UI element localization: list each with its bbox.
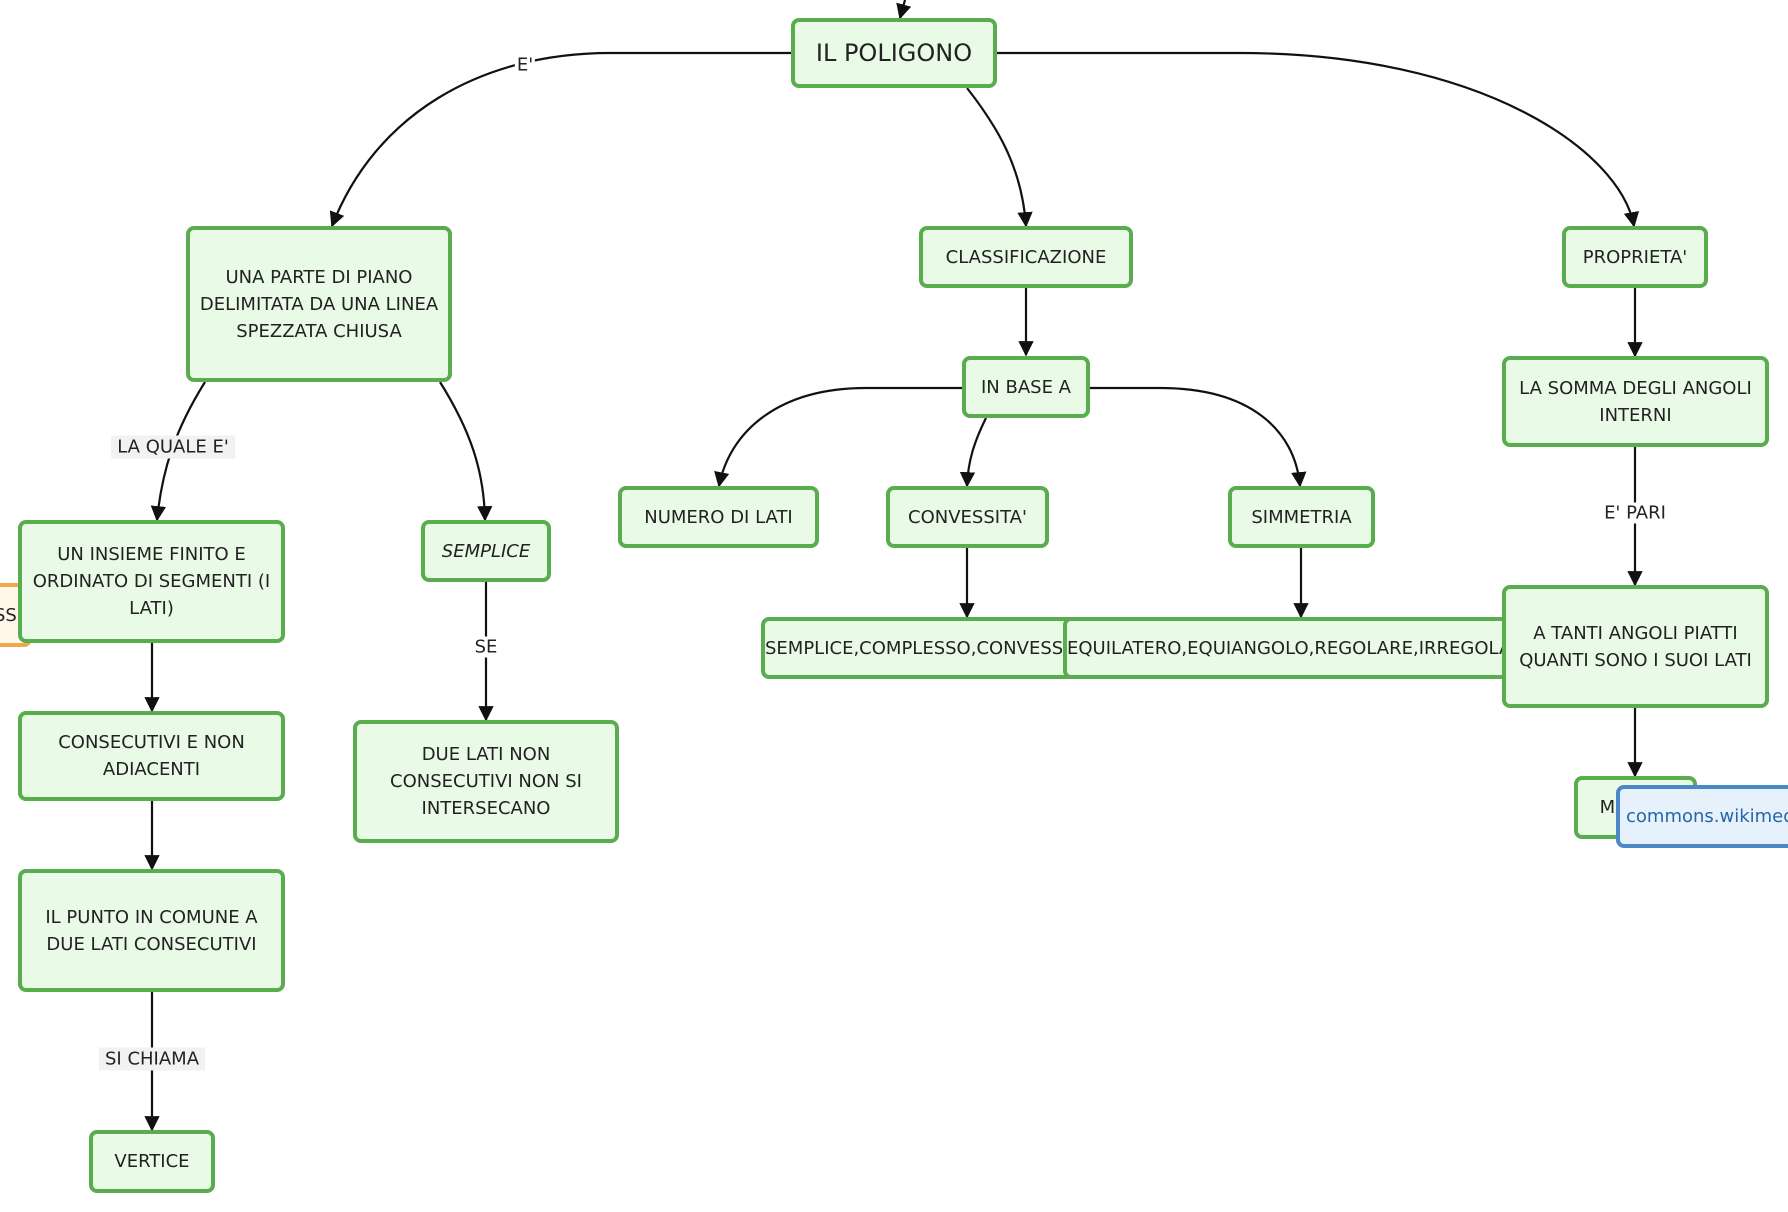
edge-poligono-classificazione (966, 87, 1033, 228)
node-in-base-a[interactable]: IN BASE A (962, 356, 1090, 418)
node-classificazione[interactable]: CLASSIFICAZIONE (919, 226, 1133, 288)
edge-label-la-quale-e: LA QUALE E' (111, 435, 235, 459)
edge-label-e: E' (514, 54, 536, 76)
node-vertice[interactable]: VERTICE (89, 1130, 215, 1193)
edge-label-si-chiama: SI CHIAMA (98, 1047, 206, 1071)
link-commons-wikimedia[interactable]: commons.wikimedia.org (1616, 785, 1788, 848)
edge-top-incoming (896, 0, 912, 20)
node-consecutivi[interactable]: CONSECUTIVI E NON ADIACENTI (18, 711, 285, 801)
edge-label-se: SE (472, 636, 500, 658)
node-semplice[interactable]: SEMPLICE (421, 520, 551, 582)
node-somma-angoli[interactable]: LA SOMMA DEGLI ANGOLI INTERNI (1502, 356, 1769, 447)
node-simmetria[interactable]: SIMMETRIA (1228, 486, 1375, 548)
node-angoli-piatti[interactable]: A TANTI ANGOLI PIATTI QUANTI SONO I SUOI… (1502, 585, 1769, 708)
edge-inbase-numero (714, 386, 962, 488)
edge-definizione-semplice (439, 381, 493, 522)
node-punto-comune[interactable]: IL PUNTO IN COMUNE A DUE LATI CONSECUTIV… (18, 869, 285, 992)
edge-poligono-proprieta (996, 51, 1640, 228)
node-proprieta[interactable]: PROPRIETA' (1562, 226, 1708, 288)
edge-label-e-pari: E' PARI (1602, 502, 1668, 524)
edge-inbase-convessita (959, 417, 987, 488)
node-numero-di-lati[interactable]: NUMERO DI LATI (618, 486, 819, 548)
node-il-poligono[interactable]: IL POLIGONO (791, 18, 997, 88)
node-insieme-segmenti[interactable]: UN INSIEME FINITO E ORDINATO DI SEGMENTI… (18, 520, 285, 643)
node-definizione[interactable]: UNA PARTE DI PIANO DELIMITATA DA UNA LIN… (186, 226, 452, 382)
node-convessita[interactable]: CONVESSITA' (886, 486, 1049, 548)
node-tipi-simmetria[interactable]: EQUILATERO,EQUIANGOLO,REGOLARE,IRREGOLAR… (1063, 617, 1551, 679)
edge-poligono-definizione (329, 51, 791, 228)
node-due-lati[interactable]: DUE LATI NON CONSECUTIVI NON SI INTERSEC… (353, 720, 619, 843)
edge-inbase-simmetria (1090, 386, 1307, 488)
